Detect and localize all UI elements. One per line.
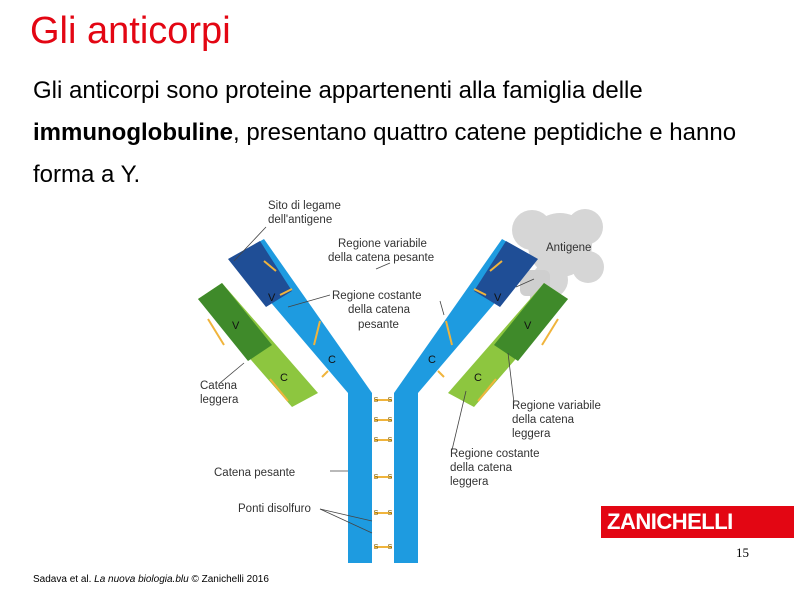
label-var-light-line3: leggera [512,428,551,440]
svg-text:S: S [388,437,393,444]
publisher-logo: ZANICHELLI [601,506,794,538]
intro-paragraph: Gli anticorpi sono proteine appartenenti… [33,70,773,196]
domain-v-heavy-right: V [494,292,502,304]
svg-text:S: S [388,544,393,551]
label-const-light-line2: della catena [450,462,513,474]
domain-c-light-right: C [474,372,482,384]
label-const-heavy-line1: Regione costante [332,290,422,302]
label-binding-site-line2: dell'antigene [268,214,332,226]
label-antigen: Antigene [546,242,591,254]
domain-v-heavy-left: V [268,292,276,304]
svg-text:S: S [374,437,379,444]
domain-c-heavy-left: C [328,354,336,366]
svg-text:S: S [374,544,379,551]
credit-publisher: © Zanichelli 2016 [189,574,269,585]
label-binding-site-line1: Sito di legame [268,200,341,212]
domain-v-light-right: V [524,320,532,332]
intro-text-start: Gli anticorpi sono proteine appartenenti… [33,77,643,104]
credit-authors: Sadava et al. [33,574,94,585]
svg-text:S: S [374,417,379,424]
svg-text:S: S [374,474,379,481]
svg-text:S: S [388,397,393,404]
page-number: 15 [736,545,749,561]
label-const-light-line3: leggera [450,476,489,488]
heavy-chain-stem-left [348,393,372,563]
label-var-light-line1: Regione variabile [512,400,601,412]
svg-text:S: S [388,474,393,481]
credit-book-title: La nuova biologia.blu [94,574,189,585]
label-var-heavy-line2: della catena pesante [328,252,434,264]
slide-title: Gli anticorpi [30,10,231,53]
domain-v-light-left: V [232,320,240,332]
source-credit: Sadava et al. La nuova biologia.blu © Za… [33,574,269,585]
label-light-chain-line2: leggera [200,394,239,406]
domain-c-heavy-right: C [428,354,436,366]
label-heavy-chain: Catena pesante [214,467,295,479]
label-const-heavy-line2: della catena [348,304,411,316]
svg-text:S: S [388,417,393,424]
intro-bold-term: immunoglobuline [33,119,233,146]
svg-text:S: S [374,397,379,404]
label-const-heavy-line3: pesante [358,319,399,331]
svg-text:S: S [374,510,379,517]
label-light-chain-line1: Catena [200,380,238,392]
domain-c-light-left: C [280,372,288,384]
label-var-heavy-line1: Regione variabile [338,238,427,250]
svg-text:S: S [388,510,393,517]
heavy-chain-stem-right [394,393,418,563]
label-const-light-line1: Regione costante [450,448,540,460]
label-disulfide: Ponti disolfuro [238,503,311,515]
label-var-light-line2: della catena [512,414,575,426]
